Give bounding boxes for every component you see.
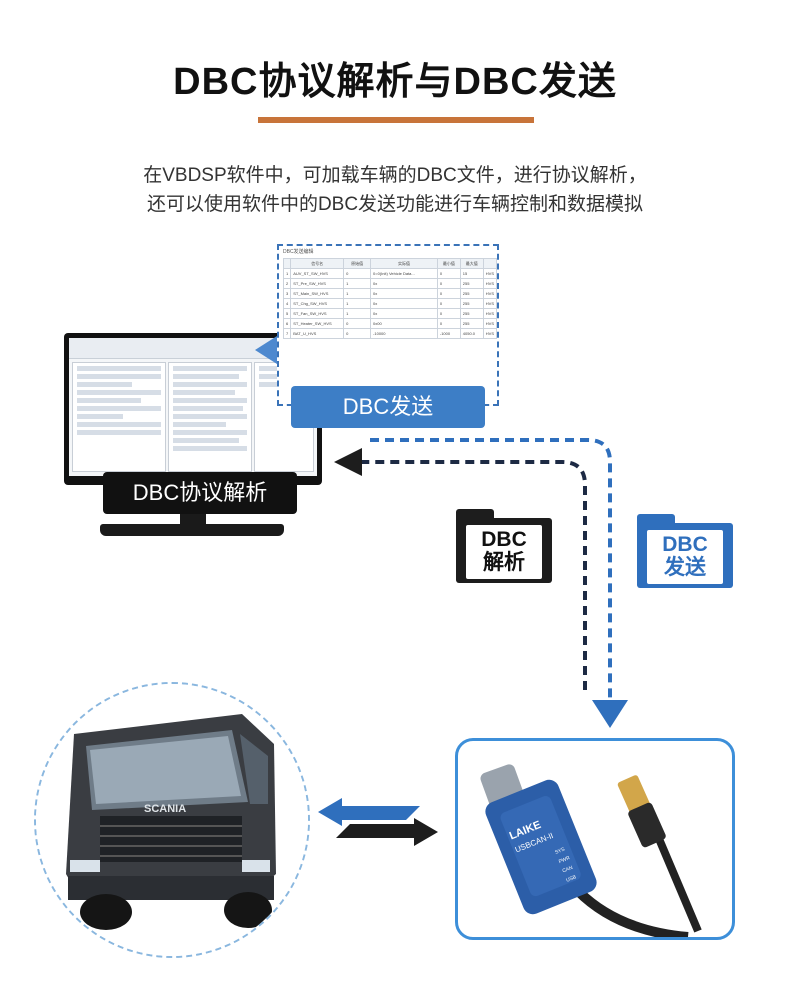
led-label: CAN — [562, 865, 574, 875]
folder-text: 解析 — [483, 551, 525, 574]
dbc-parse-label: DBC协议解析 — [103, 472, 297, 514]
monitor-base — [100, 524, 284, 536]
dbc-window-title: DBC发送编辑 — [283, 249, 314, 255]
folder-text: 发送 — [664, 556, 706, 579]
truck-icon: SCANIA — [36, 684, 308, 956]
send-path — [370, 438, 612, 700]
parse-path — [362, 460, 587, 690]
intro-line-1: 在VBDSP软件中，可加载车辆的DBC文件，进行协议解析， — [143, 165, 647, 186]
table-cell: BAT_U_HVS — [290, 328, 345, 339]
title-underline — [258, 117, 534, 123]
folder-text: DBC — [481, 528, 527, 551]
usbcan-device-image: LAIKE USBCAN-II SYS PWR CAN USB — [455, 738, 735, 940]
down-arrow-icon — [592, 700, 628, 728]
left-panel — [72, 362, 166, 472]
left-arrow-icon — [334, 448, 362, 476]
dbc-send-label: DBC发送 — [291, 386, 485, 428]
table-cell: HVS — [482, 328, 497, 339]
folder-text: DBC — [662, 533, 708, 556]
arrow-left-icon — [318, 798, 420, 826]
signal-tree-panel — [168, 362, 252, 472]
led-label: PWR — [558, 855, 571, 865]
callout-pointer — [255, 336, 277, 364]
page-title: DBC协议解析与DBC发送 — [173, 61, 617, 103]
led-label: SYS — [554, 846, 566, 856]
led-label: USB — [565, 874, 577, 884]
usbcan-device-icon: LAIKE USBCAN-II SYS PWR CAN USB — [480, 764, 702, 937]
intro-line-2: 还可以使用软件中的DBC发送功能进行车辆控制和数据模拟 — [146, 194, 644, 215]
table-cell: 7 — [282, 328, 292, 339]
truck-brand: SCANIA — [144, 803, 186, 815]
arrow-right-icon — [336, 818, 438, 846]
truck-image: SCANIA — [34, 682, 310, 958]
